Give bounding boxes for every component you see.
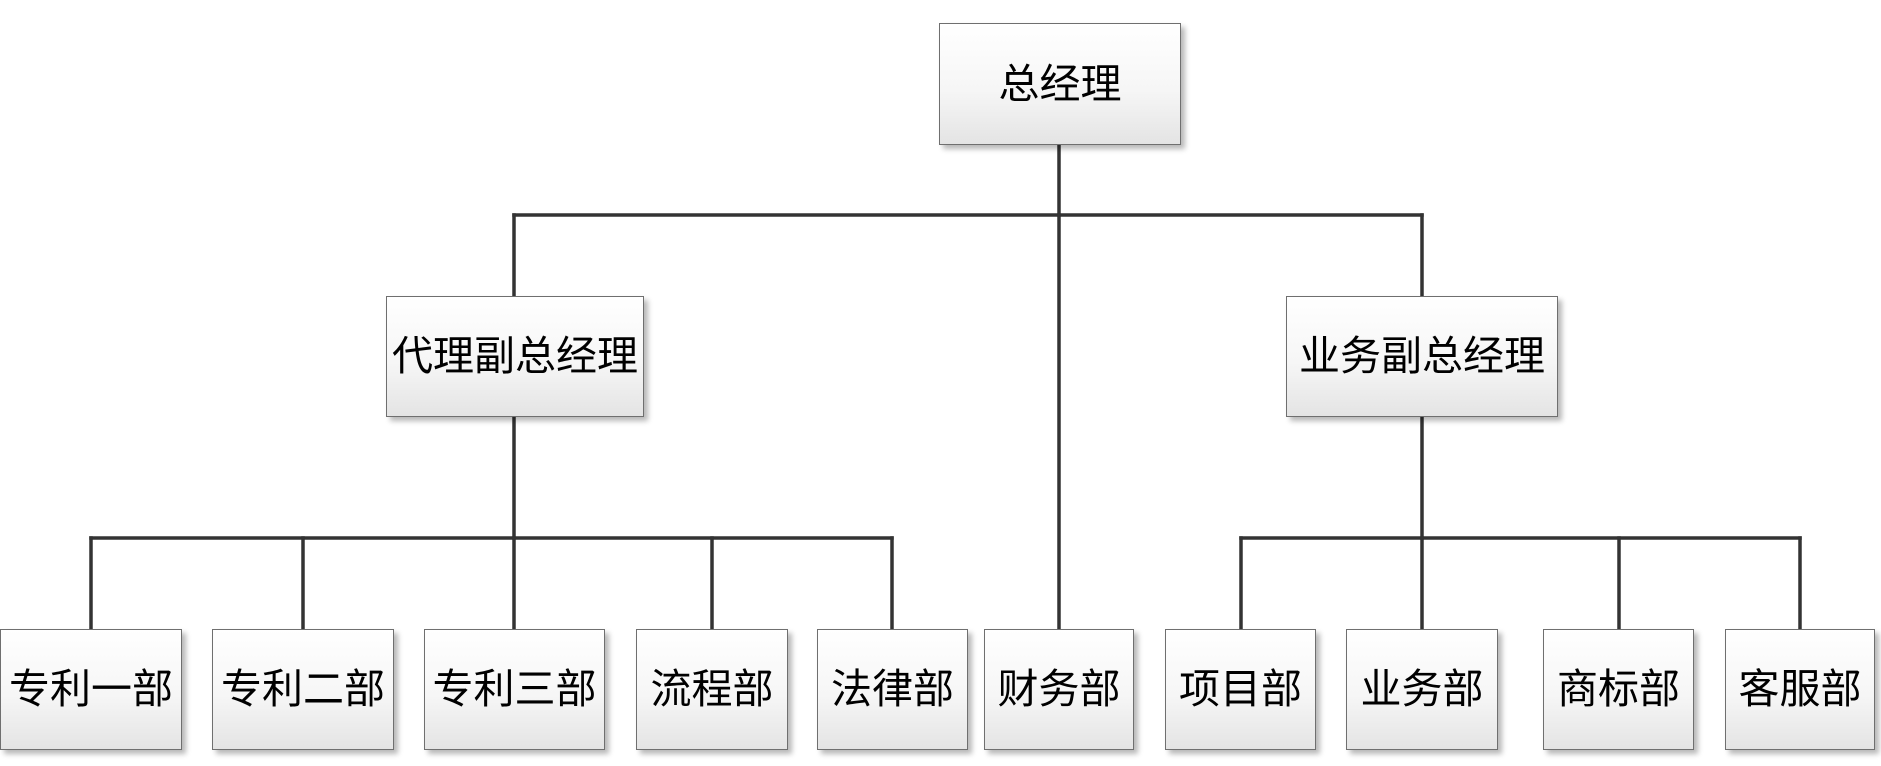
node-dept-process: 流程部 bbox=[636, 629, 788, 750]
node-dept-legal: 法律部 bbox=[817, 629, 968, 750]
node-dept-patent-3: 专利三部 bbox=[424, 629, 605, 750]
node-label: 项目部 bbox=[1179, 665, 1302, 713]
node-dept-project: 项目部 bbox=[1165, 629, 1316, 750]
node-label: 专利三部 bbox=[432, 665, 597, 713]
node-label: 专利二部 bbox=[221, 665, 385, 713]
node-business-vp: 业务副总经理 bbox=[1286, 296, 1558, 417]
node-label: 业务副总经理 bbox=[1299, 332, 1545, 380]
node-label: 总经理 bbox=[998, 59, 1122, 108]
node-label: 业务部 bbox=[1360, 665, 1484, 713]
node-label: 客服部 bbox=[1738, 665, 1862, 713]
node-dept-patent-1: 专利一部 bbox=[0, 629, 182, 750]
node-label: 法律部 bbox=[831, 665, 954, 713]
node-agency-vp: 代理副总经理 bbox=[386, 296, 644, 417]
node-label: 流程部 bbox=[650, 665, 774, 713]
node-dept-business: 业务部 bbox=[1346, 629, 1498, 750]
node-label: 商标部 bbox=[1557, 665, 1680, 713]
node-label: 财务部 bbox=[997, 665, 1121, 713]
node-dept-customer-service: 客服部 bbox=[1725, 629, 1875, 750]
node-dept-trademark: 商标部 bbox=[1543, 629, 1694, 750]
node-dept-finance: 财务部 bbox=[984, 629, 1134, 750]
node-label: 代理副总经理 bbox=[392, 332, 638, 380]
node-label: 专利一部 bbox=[9, 665, 173, 713]
node-general-manager: 总经理 bbox=[939, 23, 1181, 145]
node-dept-patent-2: 专利二部 bbox=[212, 629, 394, 750]
